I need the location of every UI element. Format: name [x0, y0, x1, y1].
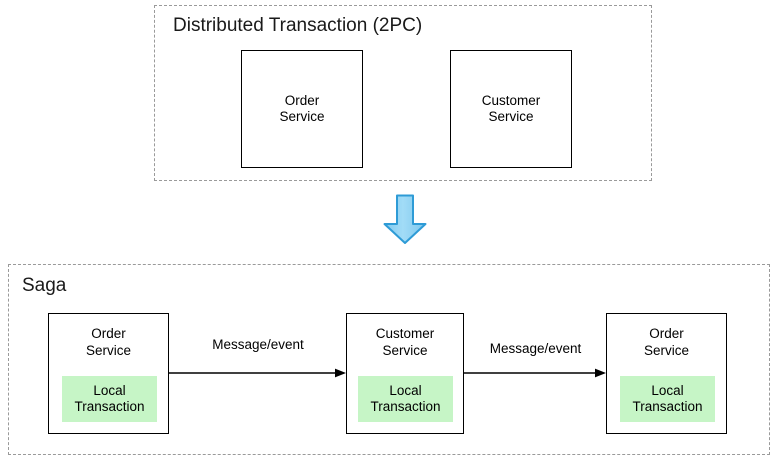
local-transaction-label-2: Local Transaction — [370, 382, 441, 415]
service-box-customer-2pc-label: Customer Service — [481, 92, 541, 125]
connector-arrow-1 — [169, 366, 347, 380]
saga-box-order-service-1-label: Order Service — [85, 326, 131, 358]
saga-title: Saga — [22, 275, 67, 296]
saga-box-order-service-2-label: Order Service — [643, 326, 689, 358]
connector-label-1: Message/event — [212, 337, 304, 352]
distributed-transaction-title: Distributed Transaction (2PC) — [173, 15, 423, 36]
saga-box-customer-service[interactable]: Customer Service Local Transaction — [346, 313, 464, 434]
local-transaction-block-2: Local Transaction — [358, 376, 453, 422]
connector-arrow-2 — [464, 366, 607, 380]
saga-box-customer-service-label: Customer Service — [375, 326, 435, 358]
connector-label-2: Message/event — [489, 341, 582, 356]
local-transaction-block-3: Local Transaction — [620, 376, 715, 422]
saga-group — [8, 264, 770, 455]
service-box-customer-2pc[interactable]: Customer Service — [450, 50, 572, 168]
service-box-order-2pc[interactable]: Order Service — [241, 50, 363, 168]
saga-box-order-service-1[interactable]: Order Service Local Transaction — [48, 313, 169, 434]
distributed-transaction-group — [154, 5, 652, 181]
local-transaction-label-1: Local Transaction — [74, 382, 145, 415]
service-box-order-2pc-label: Order Service — [279, 92, 325, 125]
local-transaction-label-3: Local Transaction — [632, 382, 703, 415]
local-transaction-block-1: Local Transaction — [62, 376, 157, 422]
down-arrow-icon — [382, 194, 428, 245]
saga-box-order-service-2[interactable]: Order Service Local Transaction — [606, 313, 727, 434]
